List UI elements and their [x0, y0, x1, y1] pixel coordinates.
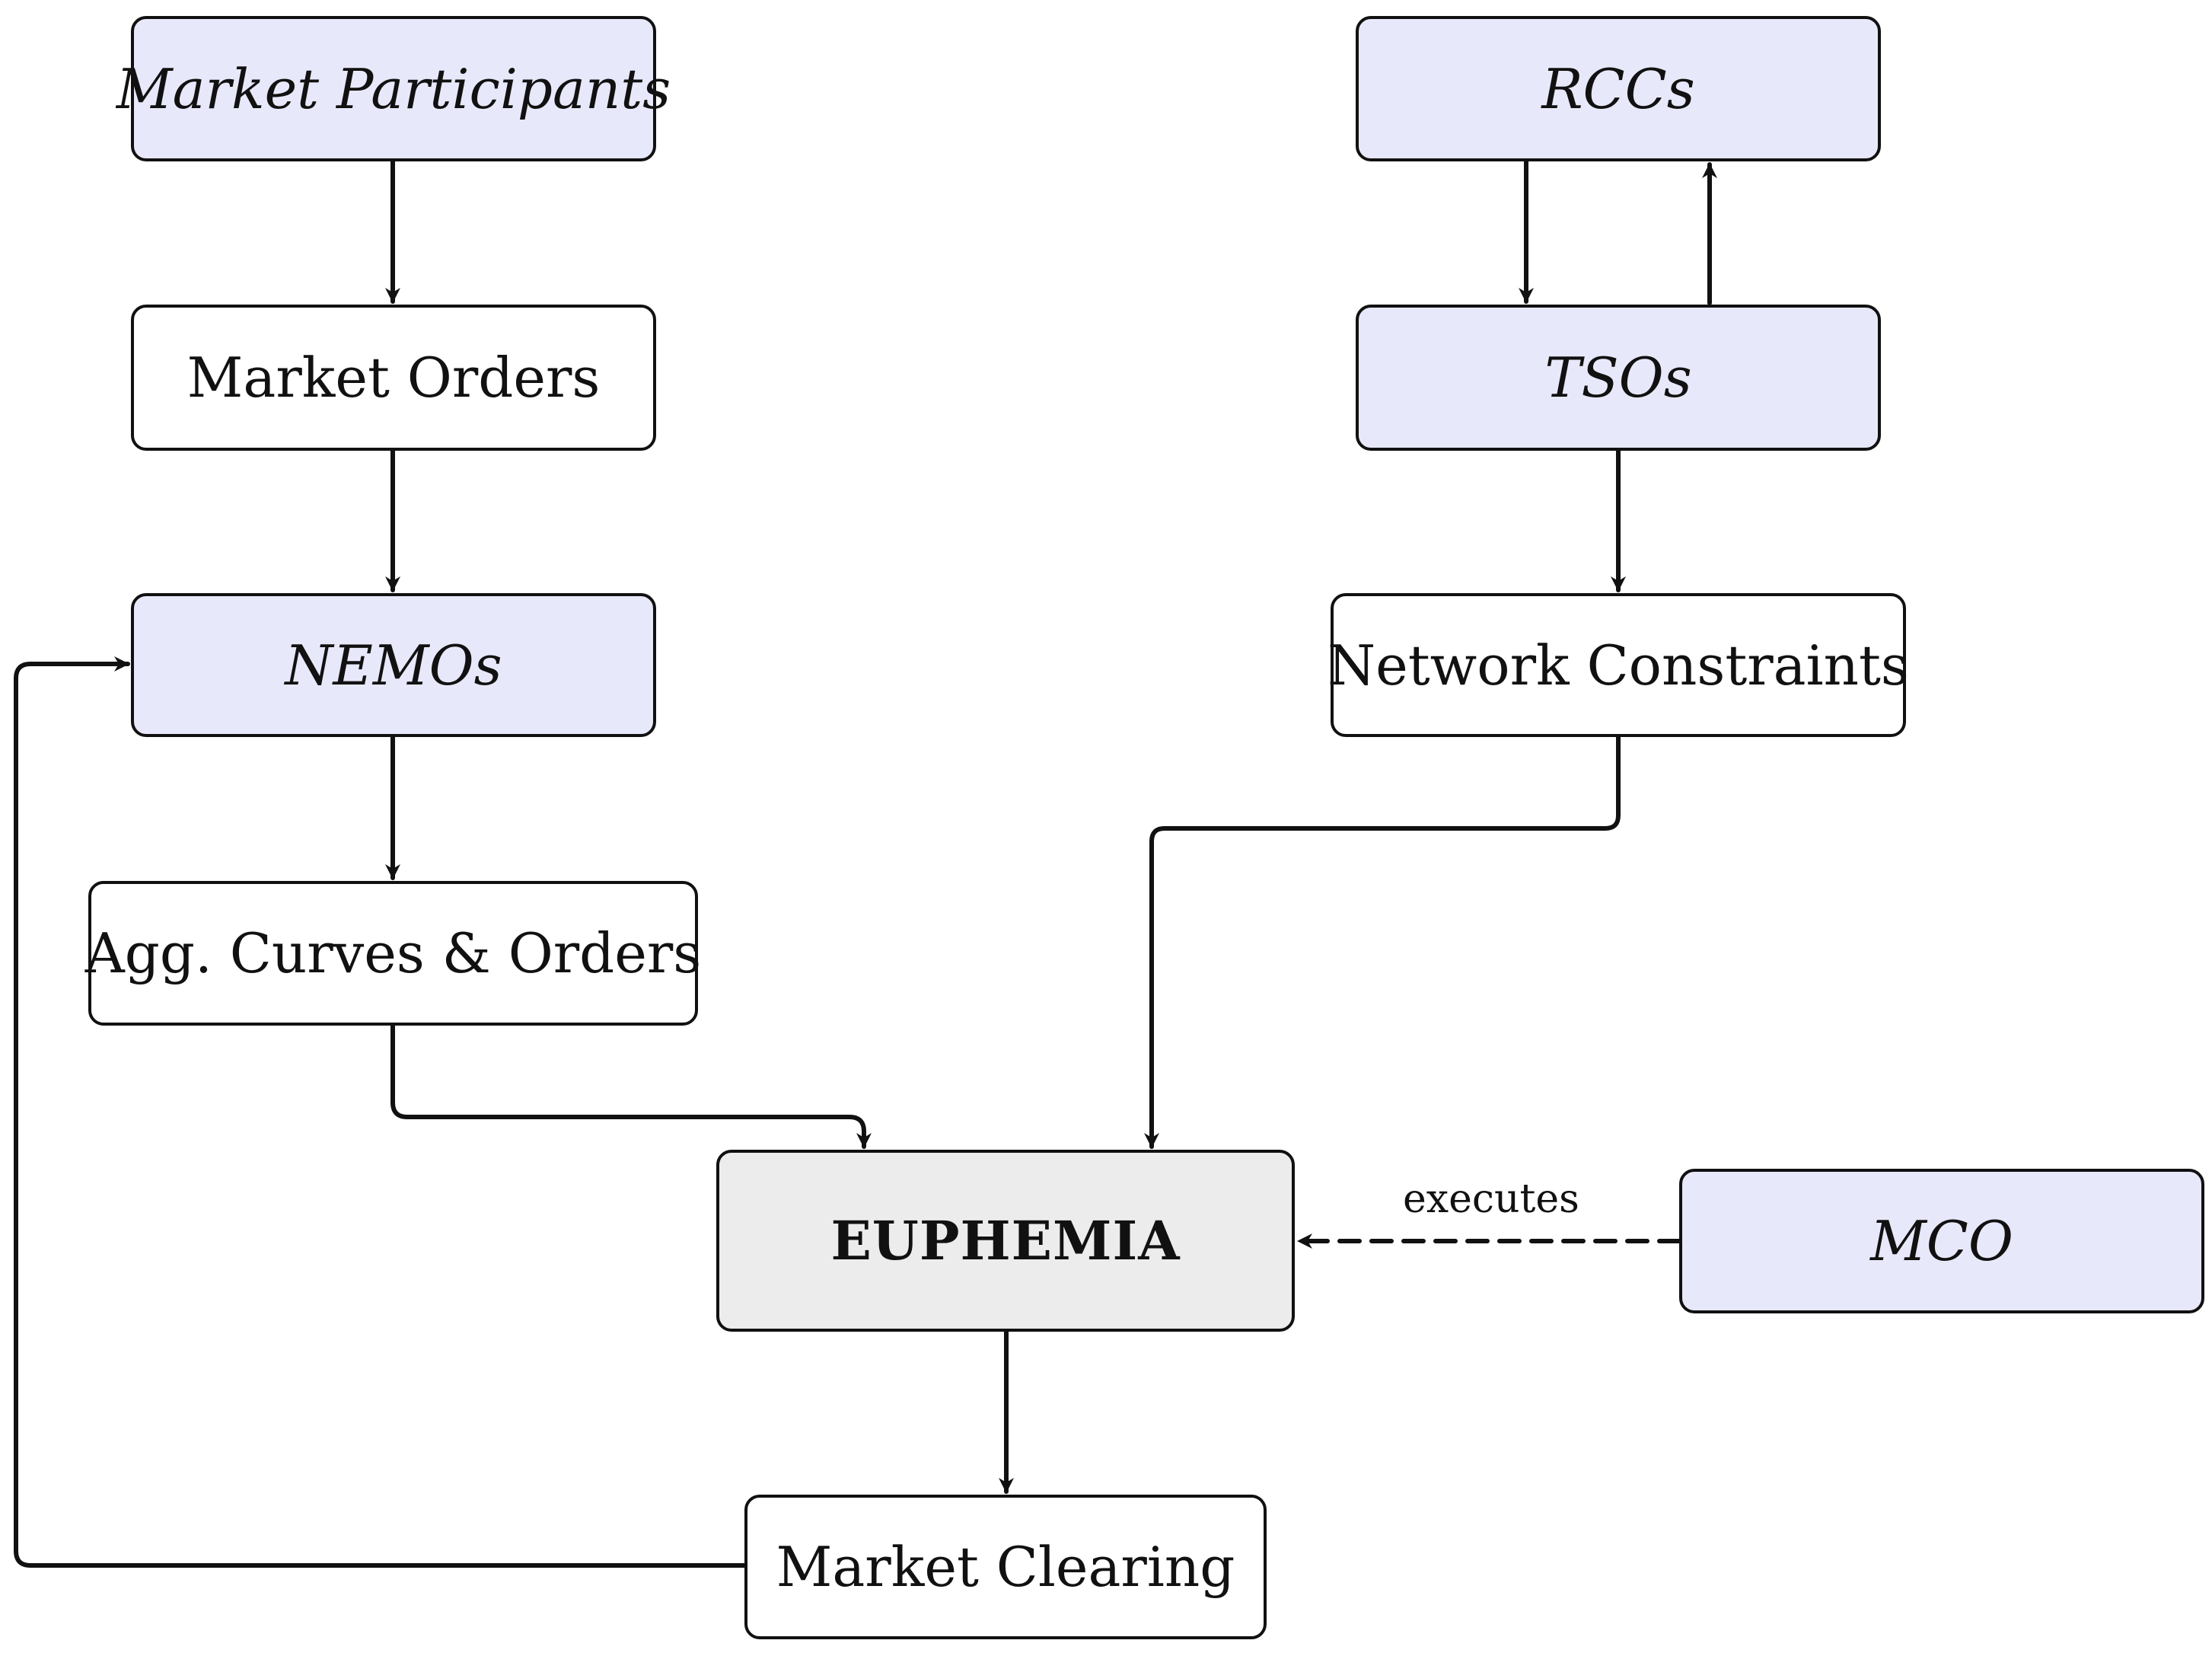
edge-market-clearing-to-nemos — [14, 656, 747, 1568]
node-mco: MCO — [1679, 1169, 2204, 1313]
edge-label-executes: executes — [1403, 1176, 1579, 1222]
node-euphemia: EUPHEMIA — [716, 1150, 1295, 1332]
edge-network-constraints-to-euphemia — [1144, 735, 1621, 1149]
edge-agg-curves-to-euphemia — [390, 1023, 872, 1149]
node-market-participants: Market Participants — [116, 16, 671, 161]
node-market-clearing: Market Clearing — [744, 1495, 1267, 1639]
node-market-orders: Market Orders — [131, 305, 656, 451]
node-agg-curves-orders: Agg. Curves & Orders — [85, 881, 701, 1026]
node-tsos: TSOs — [1356, 305, 1881, 451]
node-rccs: RCCs — [1356, 16, 1881, 161]
node-network-constraints: Network Constraints — [1328, 593, 1909, 737]
node-nemos: NEMOs — [131, 593, 656, 737]
